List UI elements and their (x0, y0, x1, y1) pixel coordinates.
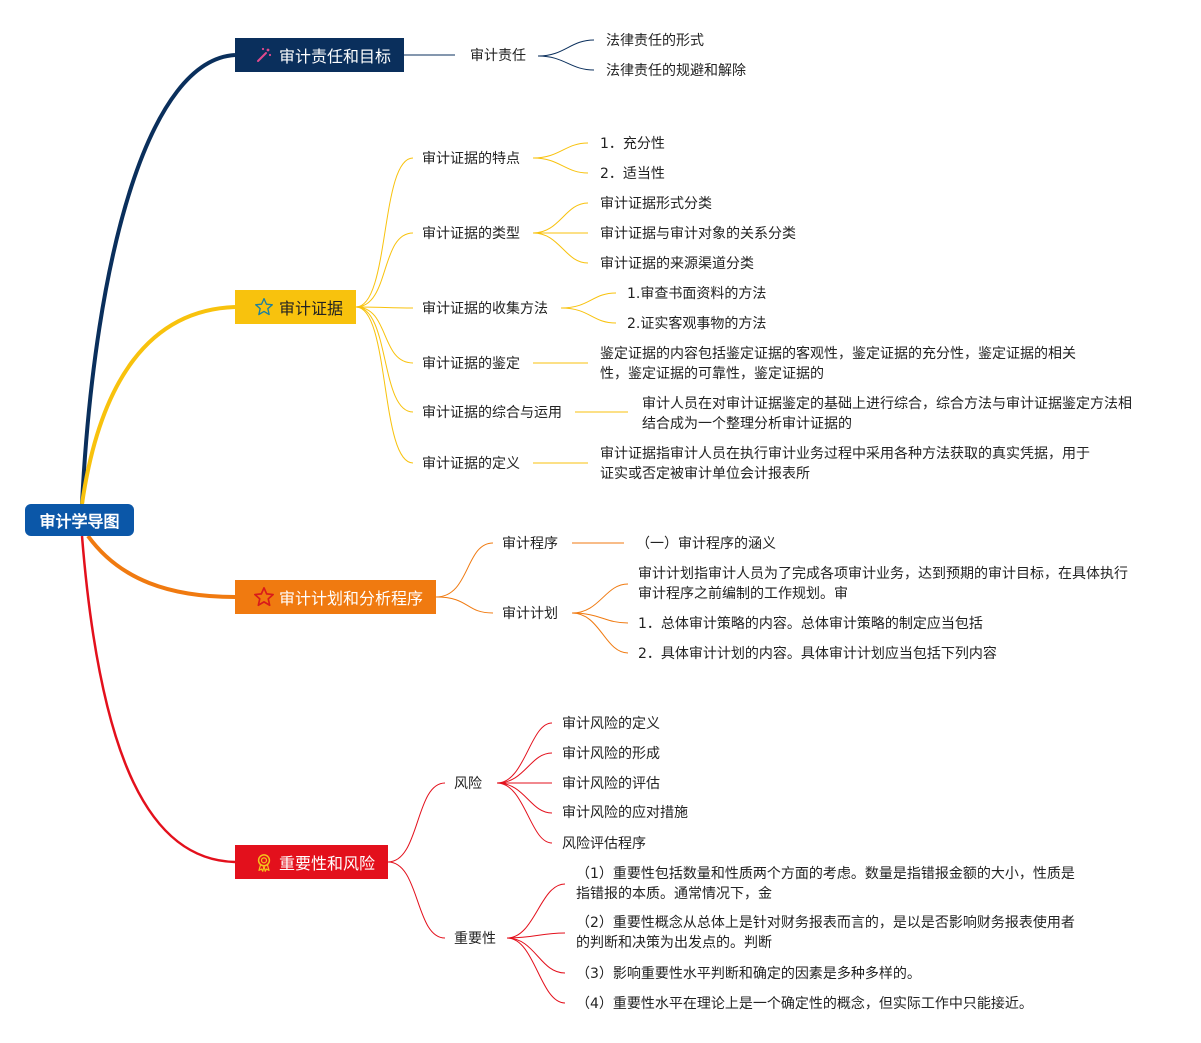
branch-audit-plan[interactable]: 审计计划和分析程序 (235, 580, 436, 614)
leaf-item[interactable]: 审计证据形式分类 (600, 196, 712, 212)
leaf-item[interactable]: 审计人员在对审计证据鉴定的基础上进行综合，综合方法与审计证据鉴定方法相结合成为一… (642, 396, 1132, 432)
leaf-item[interactable]: 2．具体审计计划的内容。具体审计计划应当包括下列内容 (638, 646, 997, 662)
topic-audit-procedure[interactable]: 审计程序 (502, 536, 558, 552)
leaf-item[interactable]: 鉴定证据的内容包括鉴定证据的客观性，鉴定证据的充分性，鉴定证据的相关性，鉴定证据… (600, 346, 1076, 382)
star-outline-icon (253, 296, 275, 318)
leaf-item[interactable]: （一）审计程序的涵义 (636, 536, 776, 552)
leaf-item[interactable]: （1）重要性包括数量和性质两个方面的考虑。数量是指错报金额的大小，性质是指错报的… (576, 866, 1075, 902)
topic-evidence-synthesis[interactable]: 审计证据的综合与运用 (422, 405, 562, 421)
leaf-item[interactable]: 审计证据指审计人员在执行审计业务过程中采用各种方法获取的真实凭据，用于证实或否定… (600, 446, 1090, 482)
leaf-item[interactable]: 1．充分性 (600, 136, 665, 152)
star-red-icon (253, 586, 275, 608)
root-topic-label: 审计学导图 (39, 512, 120, 531)
topic-evidence-definition[interactable]: 审计证据的定义 (422, 456, 520, 472)
branch-label: 审计证据 (279, 299, 344, 318)
leaf-item[interactable]: 法律责任的形式 (606, 33, 704, 49)
branch-audit-evidence[interactable]: 审计证据 (235, 290, 356, 324)
branch-materiality-risk[interactable]: 重要性和风险 (235, 845, 388, 879)
leaf-item[interactable]: 法律责任的规避和解除 (606, 63, 746, 79)
leaf-item[interactable]: （2）重要性概念从总体上是针对财务报表而言的，是以是否影响财务报表使用者的判断和… (576, 915, 1075, 951)
branch-label: 重要性和风险 (279, 854, 376, 873)
leaf-item[interactable]: （3）影响重要性水平判断和确定的因素是多种多样的。 (576, 966, 921, 982)
leaf-item[interactable]: 2．适当性 (600, 166, 665, 182)
topic-evidence-types[interactable]: 审计证据的类型 (422, 226, 520, 242)
leaf-item[interactable]: 审计风险的应对措施 (562, 805, 688, 821)
branch-label: 审计计划和分析程序 (279, 589, 424, 608)
topic-risk[interactable]: 风险 (454, 776, 482, 792)
leaf-item[interactable]: 审计风险的定义 (562, 716, 660, 732)
medal-icon (253, 851, 275, 873)
topic-evidence-appraisal[interactable]: 审计证据的鉴定 (422, 356, 520, 372)
leaf-item[interactable]: 审计证据与审计对象的关系分类 (600, 226, 796, 242)
leaf-item[interactable]: 审计计划指审计人员为了完成各项审计业务，达到预期的审计目标，在具体执行审计程序之… (638, 566, 1128, 602)
topic-audit-responsibility[interactable]: 审计责任 (470, 48, 526, 64)
branch-label: 审计责任和目标 (279, 47, 392, 66)
leaf-item[interactable]: 1.审查书面资料的方法 (627, 286, 767, 302)
wand-sparkle-icon (253, 44, 275, 66)
topic-evidence-collection[interactable]: 审计证据的收集方法 (422, 301, 548, 317)
branch-audit-responsibility[interactable]: 审计责任和目标 (235, 38, 404, 72)
leaf-item[interactable]: （4）重要性水平在理论上是一个确定性的概念，但实际工作中只能接近。 (576, 996, 1033, 1012)
leaf-item[interactable]: 1．总体审计策略的内容。总体审计策略的制定应当包括 (638, 616, 983, 632)
leaf-item[interactable]: 风险评估程序 (562, 836, 646, 852)
topic-materiality[interactable]: 重要性 (454, 931, 496, 947)
leaf-item[interactable]: 审计风险的评估 (562, 776, 660, 792)
leaf-item[interactable]: 2.证实客观事物的方法 (627, 316, 767, 332)
topic-audit-plan[interactable]: 审计计划 (502, 606, 558, 622)
leaf-item[interactable]: 审计证据的来源渠道分类 (600, 256, 754, 272)
leaf-item[interactable]: 审计风险的形成 (562, 746, 660, 762)
topic-evidence-features[interactable]: 审计证据的特点 (422, 151, 520, 167)
root-topic[interactable]: 审计学导图 (25, 504, 134, 536)
